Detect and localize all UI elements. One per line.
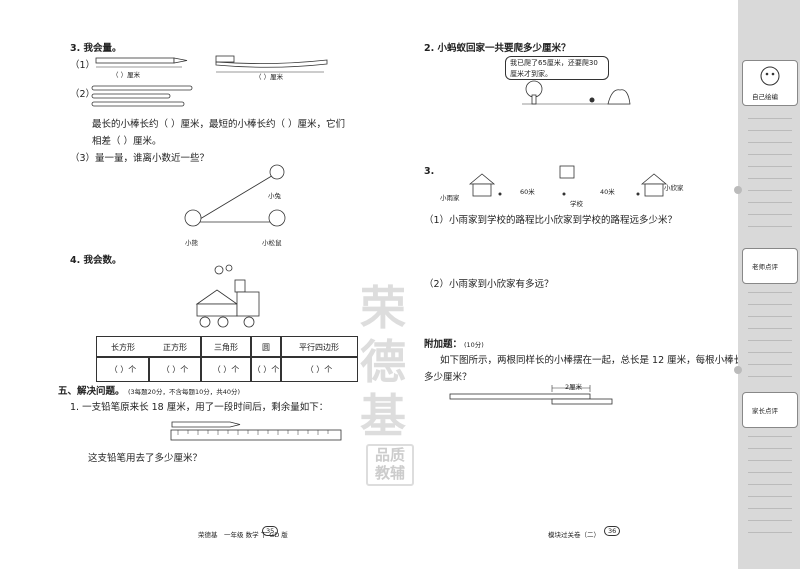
- header-rectangle: 长方形: [111, 342, 135, 352]
- q3-title: 3. 我会量。: [70, 43, 122, 54]
- sidebar-tab-self: 自己绘编: [742, 60, 798, 106]
- header-triangle: 三角形: [200, 336, 252, 358]
- table-row-headers-a: 长方形 正方形: [96, 336, 202, 358]
- label-bear: 小熊: [185, 239, 198, 247]
- pencil-ruler-illustration: [170, 421, 342, 441]
- speech-bubble: 我已爬了65厘米，还要爬30厘米才到家。: [505, 56, 609, 80]
- binding-hole-1: [734, 186, 742, 194]
- r-q3-1: （1）小雨家到学校的路程比小欣家到学校的路程远多少米？: [424, 215, 678, 226]
- sidebar-tab-parent: 家长点评: [742, 392, 798, 428]
- label-home-b: 小欣家: [664, 184, 684, 192]
- footer-text-left: 一年级 数学 下 GD 版: [224, 531, 288, 539]
- q3-2-text-a: 最长的小棒长约（ ）厘米，最短的小棒长约（ ）厘米，它们: [92, 119, 346, 130]
- bonus-text-b: 多少厘米？: [424, 372, 472, 383]
- header-circle: 圆: [250, 336, 282, 358]
- q3-3-text: （3）量一量，谁离小数近一些？: [70, 153, 210, 164]
- header-square: 正方形: [163, 342, 187, 352]
- writing-lines-3: [748, 436, 792, 536]
- brush-measure-label: （ ）厘米: [255, 73, 284, 81]
- tree-icon: [525, 80, 543, 98]
- ant-icon: [589, 97, 595, 103]
- label-dist-a: 60米: [520, 188, 535, 196]
- toothbrush-illustration: [215, 55, 328, 73]
- bear-icon: [184, 209, 202, 227]
- section5-title: 五、解决问题。: [58, 386, 125, 397]
- bonus-title: 附加题：: [424, 339, 463, 350]
- shape-count-table: 长方形 正方形 三角形 圆 平行四边形 （ ）个 （ ）个 （ ）个 （ ）个 …: [96, 336, 358, 382]
- r-q2-title: 2. 小蚂蚁回家一共要爬多少厘米？: [424, 43, 571, 54]
- answer-rectangle[interactable]: （ ）个: [96, 356, 150, 382]
- binding-hole-2: [734, 366, 742, 374]
- answer-parallelogram[interactable]: （ ）个: [280, 356, 358, 382]
- q5-1-text: 1. 一支铅笔原来长 18 厘米，用了一段时间后，剩余量如下：: [70, 402, 329, 413]
- sticks-illustration: [91, 85, 193, 107]
- sidebar-tab-parent-label: 家长点评: [752, 407, 778, 415]
- ant-path-illustration: [522, 80, 631, 105]
- review-sidebar: 自己绘编 老师点评 家长点评: [738, 0, 800, 569]
- q4-title: 4. 我会数。: [70, 255, 122, 266]
- pen-measure-label: （ ）厘米: [112, 71, 141, 79]
- label-squirrel: 小松鼠: [262, 239, 282, 247]
- answer-circle[interactable]: （ ）个: [250, 356, 282, 382]
- squirrel-icon: [268, 209, 286, 227]
- answer-square[interactable]: （ ）个: [148, 356, 202, 382]
- label-rabbit: 小兔: [268, 192, 281, 200]
- bonus-sticks-illustration: [449, 385, 613, 405]
- rabbit-icon: [269, 164, 285, 180]
- footer-text-right: 模块过关卷（二）: [548, 531, 600, 539]
- label-dist-b: 40米: [600, 188, 615, 196]
- school-icon: [559, 165, 575, 179]
- section5-note: (3每题20分，不含每题10分，共40分): [128, 388, 241, 396]
- watermark-stamp: 品质教辅: [366, 444, 414, 486]
- bonus-overlap-label: 2厘米: [565, 383, 583, 391]
- watermark-char-2: 德: [360, 335, 406, 389]
- home-a-icon: [472, 183, 492, 197]
- answer-triangle[interactable]: （ ）个: [200, 356, 252, 382]
- bonus-score: (10分): [464, 341, 484, 349]
- page-number-left: 35: [262, 526, 279, 536]
- label-school: 学校: [570, 200, 583, 208]
- watermark-char-1: 荣: [360, 281, 406, 335]
- sidebar-tab-teacher-label: 老师点评: [752, 263, 778, 271]
- bonus-text-a: 如下图所示，两根同样长的小棒摆在一起，总长是 12 厘米，每根小棒长: [440, 355, 744, 366]
- route-diagram: [468, 165, 668, 197]
- footer-brand: 荣德基: [198, 531, 218, 539]
- header-parallelogram: 平行四边形: [280, 336, 358, 358]
- mascot-icon: [760, 66, 780, 86]
- home-b-icon: [644, 183, 664, 197]
- q3-1-label: （1）: [70, 60, 96, 71]
- ant-home-icon: [607, 89, 631, 105]
- r-q3-title: 3.: [424, 166, 435, 177]
- distance-diagram: [184, 164, 286, 227]
- r-q3-2: （2）小雨家到小欣家有多远？: [424, 279, 554, 290]
- page-number-right: 36: [604, 526, 621, 536]
- q3-2-label: （2）: [70, 89, 96, 100]
- writing-lines-2: [748, 292, 792, 382]
- q5-1-question: 这支铅笔用去了多少厘米？: [88, 453, 203, 464]
- sidebar-tab-self-label: 自己绘编: [752, 93, 778, 101]
- shape-train-illustration: [195, 264, 260, 328]
- sidebar-tab-teacher: 老师点评: [742, 248, 798, 284]
- writing-lines-1: [748, 118, 792, 238]
- label-home-a: 小雨家: [440, 194, 460, 202]
- watermark-char-3: 基: [360, 389, 406, 443]
- pen-illustration: [95, 57, 188, 68]
- q3-2-text-b: 相差（ ）厘米。: [92, 136, 162, 147]
